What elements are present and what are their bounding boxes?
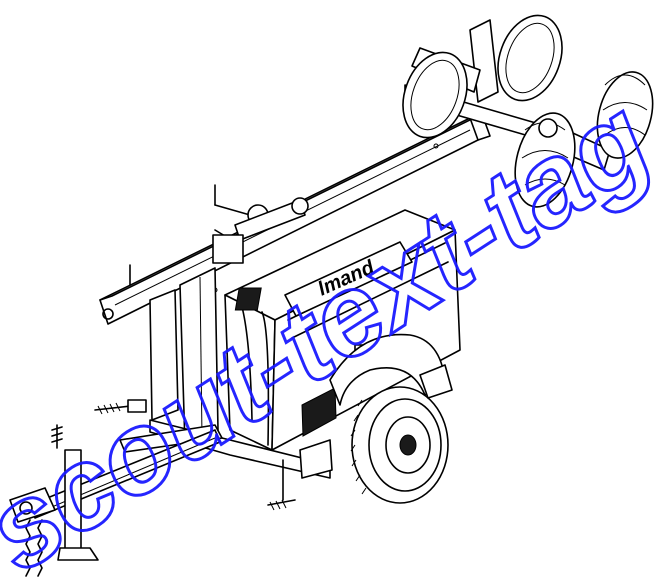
wheel: [350, 386, 449, 504]
tongue-jack: [51, 424, 99, 561]
lamp-bottom: [514, 112, 576, 208]
rear-bracket: [299, 364, 453, 479]
watermark-text: scout-text-tag: [0, 75, 654, 581]
lamp-left: [402, 51, 468, 139]
hitch-coupler: [9, 487, 56, 523]
outrigger-right: [267, 459, 296, 511]
lamp-top-center: [497, 14, 563, 102]
trailer-frame: [119, 419, 331, 479]
vent-grille: [301, 387, 337, 437]
watermark: scout-text-tag: [0, 73, 654, 581]
outrigger-left: [94, 399, 147, 415]
generator-enclosure: [224, 209, 461, 451]
winch-top: [214, 184, 309, 241]
safety-chains: [25, 519, 43, 577]
lamp-right: [596, 71, 654, 159]
winch-side: [129, 229, 244, 286]
